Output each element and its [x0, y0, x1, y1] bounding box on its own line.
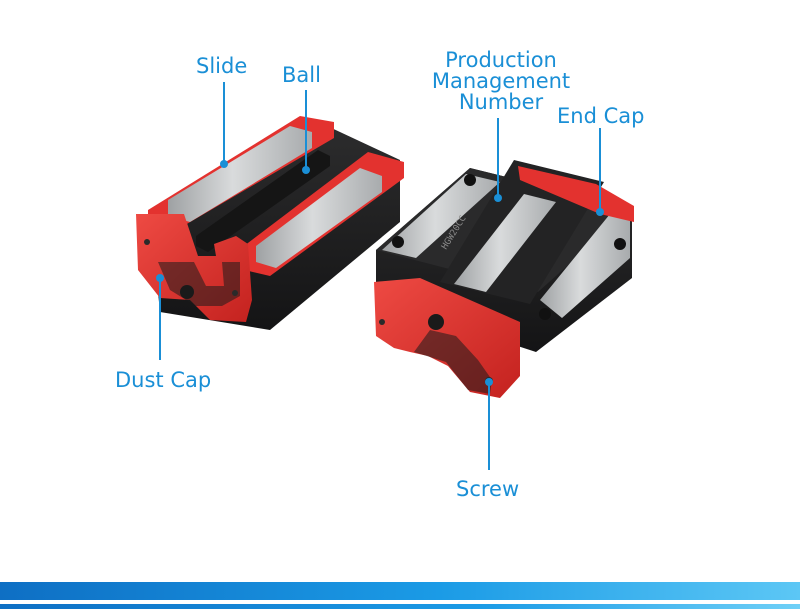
leader-slide-dot	[220, 160, 228, 168]
right-carriage-plate-center	[454, 194, 556, 292]
right-carriage-hole-2	[464, 174, 476, 186]
left-carriage-grease-fitting	[180, 285, 194, 299]
left-carriage-screw-left	[144, 239, 150, 245]
callout-slide: Slide	[196, 54, 248, 78]
right-carriage-grease-fitting	[428, 314, 444, 330]
callout-pmn-line-2: Management	[431, 69, 571, 93]
right-carriage-hole-3	[539, 308, 551, 320]
callout-pmn-line-1: Production	[445, 48, 557, 72]
leader-ball-dot	[302, 166, 310, 174]
right-carriage: HGW20CC	[374, 160, 634, 398]
leader-screw-dot	[485, 378, 493, 386]
callout-pmn-line-3: Number	[458, 90, 544, 114]
right-carriage-end-cap	[518, 166, 634, 222]
left-carriage-screw-right	[232, 290, 238, 296]
bottom-accent-line	[0, 604, 800, 609]
leaders	[156, 82, 604, 470]
right-carriage-channel	[414, 330, 492, 394]
callout-end-cap: End Cap	[557, 104, 645, 128]
callout-screw: Screw	[456, 477, 520, 501]
left-carriage-channel	[158, 262, 240, 306]
leader-end-cap-dot	[596, 208, 604, 216]
right-carriage-plate-right	[540, 214, 630, 318]
left-carriage	[136, 116, 404, 330]
callout-ball: Ball	[282, 63, 321, 87]
right-carriage-screw-left	[379, 319, 385, 325]
callout-production-management-number: Production Management Number	[426, 50, 576, 113]
right-carriage-hole-4	[614, 238, 626, 250]
bottom-accent-band	[0, 582, 800, 600]
leader-dust-cap-dot	[156, 274, 164, 282]
callout-dust-cap: Dust Cap	[115, 368, 212, 392]
right-slide-plate	[256, 168, 382, 268]
ball-groove	[196, 150, 330, 252]
leader-production-number-dot	[494, 194, 502, 202]
right-carriage-hole-1	[392, 236, 404, 248]
right-carriage-plate-left	[382, 174, 500, 258]
left-slide-plate	[168, 126, 312, 222]
